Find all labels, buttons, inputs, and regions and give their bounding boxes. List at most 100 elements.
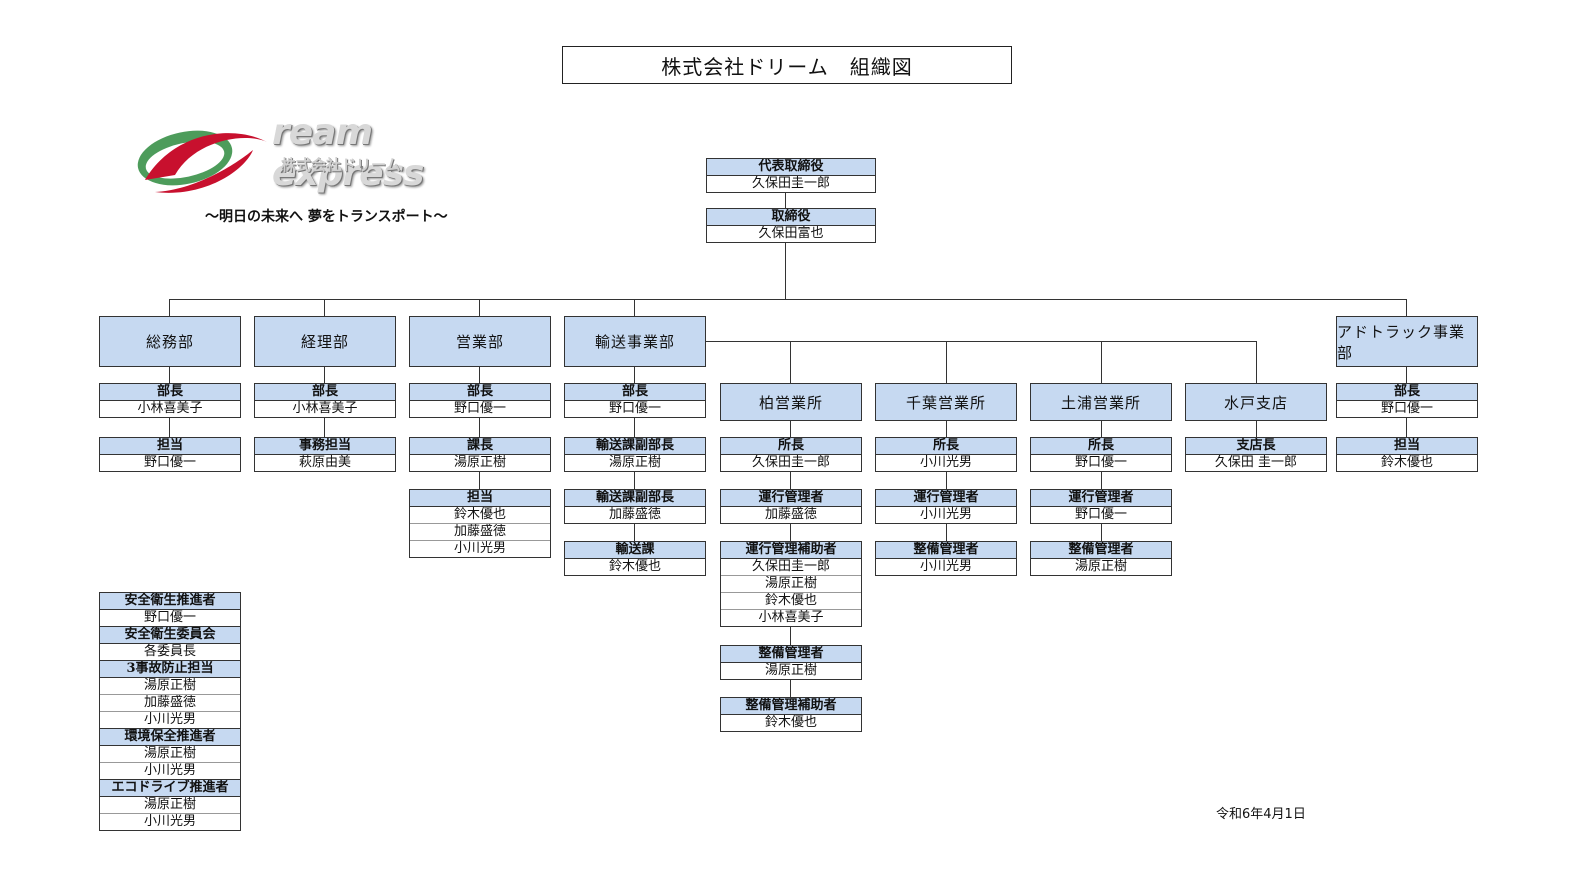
person-name: 加藤盛徳	[608, 507, 661, 522]
role-box: 輸送課 鈴木優也	[564, 541, 706, 576]
person-name: 小川光男	[100, 711, 240, 728]
role-title: 部長	[565, 384, 705, 401]
dept-box-general-affairs: 総務部	[99, 316, 241, 367]
role-title: 整備管理補助者	[721, 698, 861, 715]
person-name: 野口優一	[1074, 455, 1127, 470]
role-box: 課長 湯原正樹	[409, 437, 551, 472]
role-title: 運行管理補助者	[721, 542, 861, 559]
role-box: 担当 野口優一	[99, 437, 241, 472]
connector-branch-drop-1	[790, 341, 791, 383]
person-name: 小林喜美子	[137, 401, 203, 416]
person-name: 野口優一	[143, 455, 196, 470]
role-box: 部長 小林喜美子	[254, 383, 396, 418]
role-title: 部長	[1337, 384, 1477, 401]
person-name: 小川光男	[919, 559, 972, 574]
person-name: 加藤盛徳	[100, 694, 240, 711]
person-name: 湯原正樹	[143, 678, 196, 693]
person-name: 鈴木優也	[764, 715, 817, 730]
committee-role: 環境保全推進者	[100, 728, 240, 746]
logo-subtext: 株式会社ドリーム	[281, 156, 401, 174]
connector-dept-horizontal	[169, 299, 1407, 300]
date-label: 令和6年4月1日	[1216, 807, 1306, 822]
person-name: 湯原正樹	[608, 455, 661, 470]
person-name: 湯原正樹	[453, 455, 506, 470]
role-title: 担当	[1337, 438, 1477, 455]
role-title: 部長	[255, 384, 395, 401]
role-title: 運行管理者	[1031, 490, 1171, 507]
role-box: 輸送課副部長 湯原正樹	[564, 437, 706, 472]
committee-role: 安全衛生推進者	[100, 593, 240, 610]
role-box: 部長 野口優一	[1336, 383, 1478, 418]
role-title: 部長	[100, 384, 240, 401]
branch-box-mito: 水戸支店	[1185, 383, 1327, 421]
person-name: 久保田 圭一郎	[1214, 455, 1298, 470]
role-box: 整備管理者 小川光男	[875, 541, 1017, 576]
person-name: 野口優一	[608, 401, 661, 416]
page-title: 株式会社ドリーム 組織図	[562, 46, 1012, 84]
role-box: 整備管理者 湯原正樹	[1030, 541, 1172, 576]
person-name: 湯原正樹	[1074, 559, 1127, 574]
person-name: 鈴木優也	[608, 559, 661, 574]
connector-branch-drop-4	[1256, 341, 1257, 383]
exec-box-director: 取締役 久保田富也	[706, 208, 876, 243]
person-name: 各委員長	[143, 644, 196, 659]
connector-dept-drop-3	[479, 299, 480, 316]
exec-name: 久保田圭一郎	[751, 176, 830, 191]
person-name: 小川光男	[410, 540, 550, 557]
person-name: 小川光男	[100, 762, 240, 779]
person-name: 小林喜美子	[721, 609, 861, 626]
person-name: 野口優一	[143, 610, 196, 625]
connector-dept-drop-4	[634, 299, 635, 316]
company-logo: ream express 株式会社ドリーム	[135, 112, 515, 205]
exec-role: 代表取締役	[707, 159, 875, 176]
role-box: 運行管理補助者 久保田圭一郎 湯原正樹 鈴木優也 小林喜美子	[720, 541, 862, 627]
person-name: 鈴木優也	[453, 507, 506, 522]
role-title: 事務担当	[255, 438, 395, 455]
role-title: 担当	[410, 490, 550, 507]
role-title: 担当	[100, 438, 240, 455]
dept-box-transport: 輸送事業部	[564, 316, 706, 367]
connector-col-vertical	[479, 367, 480, 491]
person-name: 湯原正樹	[764, 663, 817, 678]
role-box: 所長 小川光男	[875, 437, 1017, 472]
role-box: 運行管理者 小川光男	[875, 489, 1017, 524]
person-name: 湯原正樹	[721, 575, 861, 592]
role-title: 所長	[721, 438, 861, 455]
role-box: 担当 鈴木優也 加藤盛徳 小川光男	[409, 489, 551, 558]
connector-branch-drop-2	[946, 341, 947, 383]
person-name: 小川光男	[919, 507, 972, 522]
committee-role: エコドライブ推進者	[100, 779, 240, 797]
exec-name: 久保田富也	[758, 226, 824, 241]
person-name: 小川光男	[919, 455, 972, 470]
person-name: 鈴木優也	[721, 592, 861, 609]
role-title: 支店長	[1186, 438, 1326, 455]
person-name: 野口優一	[1074, 507, 1127, 522]
person-name: 小川光男	[100, 813, 240, 830]
role-box: 整備管理者 湯原正樹	[720, 645, 862, 680]
exec-role: 取締役	[707, 209, 875, 226]
role-title: 整備管理者	[876, 542, 1016, 559]
role-box: 所長 野口優一	[1030, 437, 1172, 472]
role-title: 課長	[410, 438, 550, 455]
connector-dept-drop-5	[1406, 299, 1407, 316]
person-name: 加藤盛徳	[410, 523, 550, 540]
connector-col-vertical	[946, 421, 947, 545]
role-title: 運行管理者	[876, 490, 1016, 507]
role-box: 整備管理補助者 鈴木優也	[720, 697, 862, 732]
person-name: 湯原正樹	[143, 746, 196, 761]
person-name: 鈴木優也	[1380, 455, 1433, 470]
logo-text: ream express	[272, 112, 424, 194]
role-title: 所長	[1031, 438, 1171, 455]
tagline: ～明日の未来へ 夢をトランスポート～	[205, 209, 448, 225]
committee-table: 安全衛生推進者 野口優一 安全衛生委員会 各委員長 3事故防止担当 湯原正樹 加…	[99, 592, 241, 831]
person-name: 湯原正樹	[143, 797, 196, 812]
role-box: 事務担当 萩原由美	[254, 437, 396, 472]
role-title: 部長	[410, 384, 550, 401]
role-title: 整備管理者	[1031, 542, 1171, 559]
branch-box-tsuchiura: 土浦営業所	[1030, 383, 1172, 421]
branch-box-chiba: 千葉営業所	[875, 383, 1017, 421]
role-box: 担当 鈴木優也	[1336, 437, 1478, 472]
connector-dept-drop-1	[169, 299, 170, 316]
person-name: 萩原由美	[298, 455, 351, 470]
dept-box-adtruck: アドトラック事業部	[1336, 316, 1478, 367]
